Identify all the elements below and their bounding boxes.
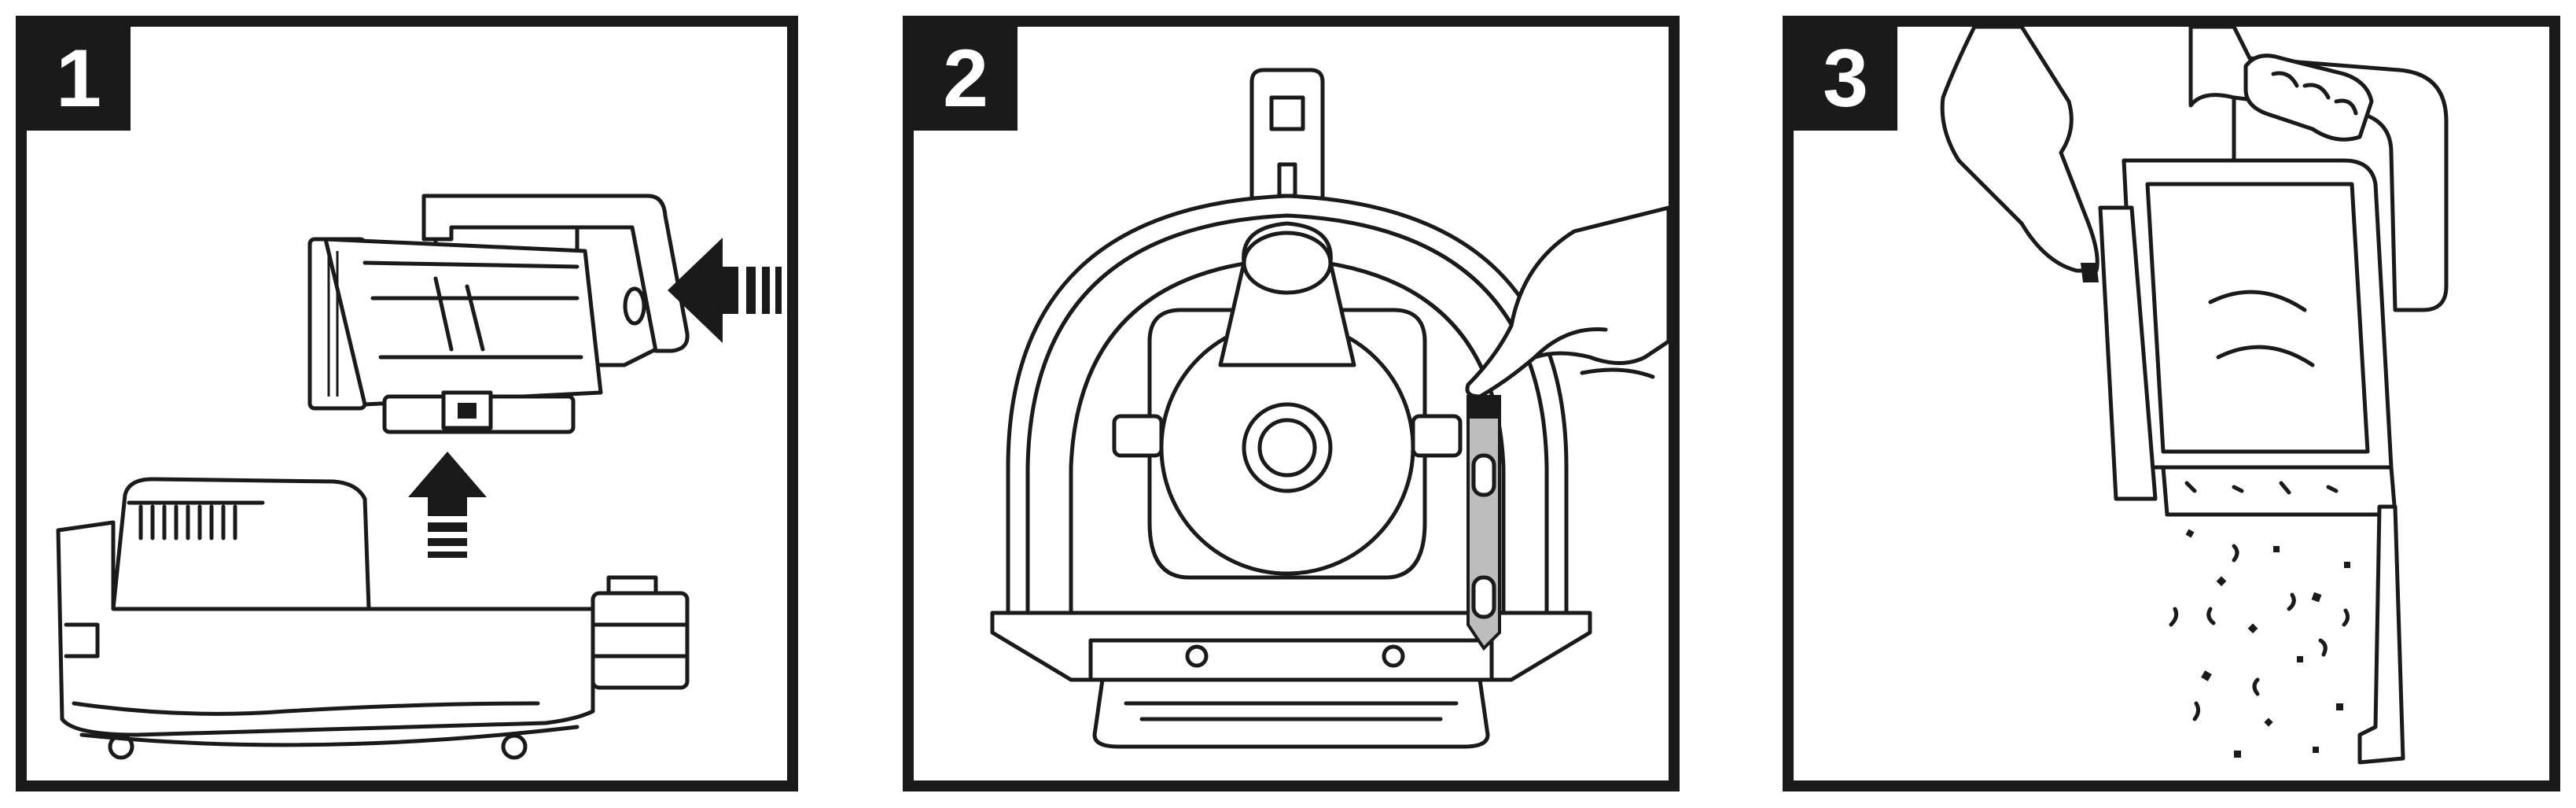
arrow-left-icon — [668, 238, 782, 343]
step-2-panel: 2 — [903, 16, 1680, 791]
step-1-number: 1 — [27, 27, 131, 131]
vacuum-body-icon — [56, 477, 690, 760]
step-3-panel: 3 — [1783, 16, 2560, 791]
dust-bin-icon — [307, 194, 690, 434]
debris-icon — [2169, 529, 2350, 758]
step-3-illustration — [1940, 27, 2449, 765]
hand-icon — [1465, 205, 1669, 399]
hand-icon — [1940, 27, 2374, 282]
dust-bin-icon — [2098, 27, 2449, 765]
step-2-number: 2 — [914, 27, 1018, 131]
step-1-panel: 1 — [16, 16, 798, 791]
step-2-illustration — [990, 68, 1669, 749]
step-1-illustration — [56, 194, 782, 760]
arrow-up-icon — [408, 452, 487, 558]
step-3-number: 3 — [1794, 27, 1897, 131]
release-latch-icon — [1466, 395, 1501, 651]
